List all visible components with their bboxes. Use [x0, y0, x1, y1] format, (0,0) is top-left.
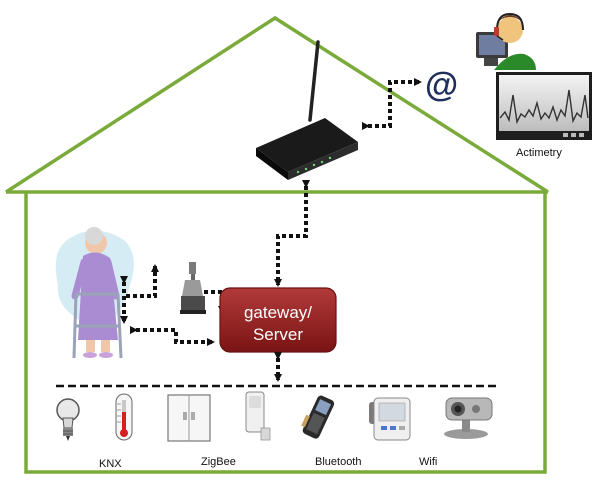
- gateway-label-line2: Server: [253, 325, 303, 344]
- protocol-label-wifi: Wifi: [419, 456, 437, 468]
- protocol-label-knx: KNX: [99, 458, 122, 470]
- link-router-gateway: [274, 180, 310, 287]
- link-person-gateway: [120, 264, 215, 346]
- phone-icon: [301, 395, 335, 439]
- link-router-internet: [362, 78, 422, 130]
- motion-sensor-icon: [245, 391, 271, 441]
- webcam-icon: [444, 397, 493, 439]
- router-icon: [256, 40, 358, 180]
- door-sensor-icon: [167, 394, 211, 442]
- house-roof: [5, 15, 549, 194]
- gateway-label-line1: gateway/: [244, 303, 312, 322]
- blood-pressure-monitor-icon: [369, 397, 411, 441]
- link-robot-gateway: [204, 290, 226, 314]
- house-walls: [24, 192, 547, 474]
- internet-at-symbol: @: [425, 66, 458, 104]
- protocol-label-zigbee: ZigBee: [201, 456, 236, 468]
- thermometer-icon: [115, 393, 133, 441]
- protocol-label-bluetooth: Bluetooth: [315, 456, 361, 468]
- gateway-server: gateway/ Server: [219, 287, 337, 353]
- actimetry-label: Actimetry: [516, 147, 562, 159]
- operator-icon: [476, 12, 536, 70]
- light-bulb-icon: [56, 398, 80, 441]
- elderly-person-icon: [55, 227, 134, 359]
- actimetry-monitor-icon: [496, 72, 592, 140]
- robot-icon: [180, 262, 206, 314]
